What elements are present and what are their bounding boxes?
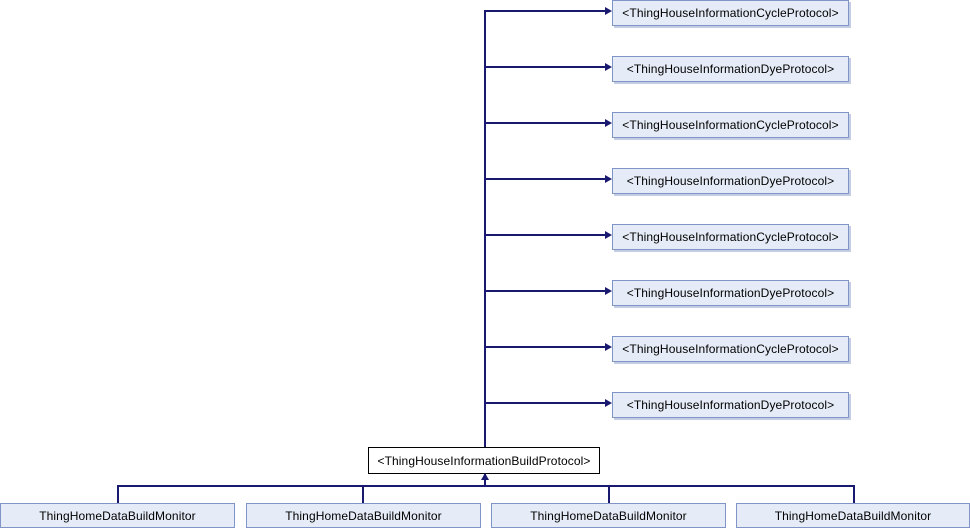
protocol-connector-4	[484, 178, 608, 180]
protocol-arrowhead-1	[605, 7, 612, 15]
protocol-node-label: <ThingHouseInformationDyeProtocol>	[626, 62, 835, 76]
protocol-arrowhead-3	[605, 119, 612, 127]
protocol-node-5[interactable]: <ThingHouseInformationCycleProtocol>	[612, 224, 849, 250]
protocol-arrowhead-6	[605, 287, 612, 295]
protocol-connector-3	[484, 122, 608, 124]
subclass-node-label: ThingHomeDataBuildMonitor	[39, 508, 196, 523]
subclass-riser-line	[484, 474, 486, 486]
protocol-connector-2	[484, 66, 608, 68]
protocol-arrowhead-5	[605, 231, 612, 239]
protocol-arrowhead-2	[605, 63, 612, 71]
protocol-node-label: <ThingHouseInformationDyeProtocol>	[626, 174, 835, 188]
subclass-node-4[interactable]: ThingHomeDataBuildMonitor	[736, 503, 970, 528]
protocol-connector-6	[484, 290, 608, 292]
protocol-arrowhead-4	[605, 175, 612, 183]
subclass-node-label: ThingHomeDataBuildMonitor	[285, 508, 442, 523]
subclass-node-1[interactable]: ThingHomeDataBuildMonitor	[0, 503, 235, 528]
protocol-node-label: <ThingHouseInformationDyeProtocol>	[626, 286, 835, 300]
subclass-drop-2	[362, 485, 364, 503]
protocol-node-label: <ThingHouseInformationCycleProtocol>	[622, 6, 839, 20]
protocol-arrowhead-7	[605, 343, 612, 351]
subclass-drop-4	[853, 485, 855, 503]
subclass-node-label: ThingHomeDataBuildMonitor	[774, 508, 932, 523]
subclass-arrowhead	[481, 473, 489, 480]
focal-node-label: <ThingHouseInformationBuildProtocol>	[377, 453, 591, 468]
subclass-node-3[interactable]: ThingHomeDataBuildMonitor	[491, 503, 726, 528]
protocol-node-7[interactable]: <ThingHouseInformationCycleProtocol>	[612, 336, 849, 362]
protocol-node-6[interactable]: <ThingHouseInformationDyeProtocol>	[612, 280, 849, 306]
protocol-node-label: <ThingHouseInformationCycleProtocol>	[622, 230, 839, 244]
subclass-bus-line	[117, 485, 853, 487]
protocol-node-label: <ThingHouseInformationDyeProtocol>	[626, 398, 835, 412]
protocol-trunk-line	[484, 10, 486, 448]
protocol-node-4[interactable]: <ThingHouseInformationDyeProtocol>	[612, 168, 849, 194]
protocol-connector-8	[484, 402, 608, 404]
protocol-node-label: <ThingHouseInformationCycleProtocol>	[622, 118, 839, 132]
protocol-connector-1	[484, 10, 608, 12]
protocol-node-8[interactable]: <ThingHouseInformationDyeProtocol>	[612, 392, 849, 418]
focal-node[interactable]: <ThingHouseInformationBuildProtocol>	[368, 447, 600, 474]
protocol-connector-7	[484, 346, 608, 348]
subclass-drop-3	[608, 485, 610, 503]
subclass-drop-1	[117, 485, 119, 503]
subclass-node-2[interactable]: ThingHomeDataBuildMonitor	[246, 503, 481, 528]
protocol-arrowhead-8	[605, 399, 612, 407]
subclass-node-label: ThingHomeDataBuildMonitor	[530, 508, 687, 523]
protocol-node-label: <ThingHouseInformationCycleProtocol>	[622, 342, 839, 356]
protocol-node-2[interactable]: <ThingHouseInformationDyeProtocol>	[612, 56, 849, 82]
protocol-node-1[interactable]: <ThingHouseInformationCycleProtocol>	[612, 0, 849, 26]
protocol-connector-5	[484, 234, 608, 236]
protocol-node-3[interactable]: <ThingHouseInformationCycleProtocol>	[612, 112, 849, 138]
